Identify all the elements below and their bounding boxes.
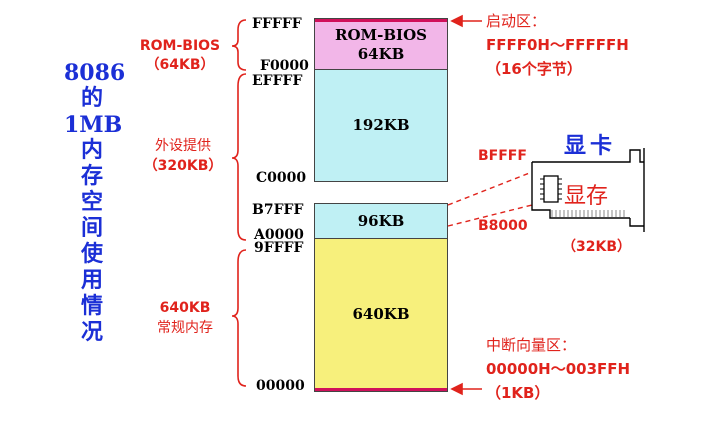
vram-bottom-address: B8000: [478, 218, 528, 234]
vertical-title: 8086 的 1MB 内 存 空 间 使 用 情 况: [64, 60, 126, 346]
label-line: ROM-BIOS: [139, 38, 221, 54]
dashed-line: [447, 204, 533, 227]
peripheral-block: 192KB: [314, 70, 448, 182]
video-memory-label: 显存: [564, 184, 609, 209]
callout-line: 启动区：: [486, 12, 547, 30]
vram-block: 96KB: [314, 203, 448, 239]
block-line: 64KB: [357, 45, 405, 63]
address-label: A0000: [254, 227, 304, 243]
address-label: EFFFF: [252, 73, 303, 89]
conventional-memory-label: 640KB 常规内存: [140, 298, 230, 338]
block-line: ROM-BIOS: [335, 26, 427, 44]
title-line: 存: [80, 164, 103, 189]
title-line: 1MB: [64, 112, 123, 138]
bracket: [231, 249, 247, 387]
block-line: 640KB: [352, 305, 410, 323]
label-line: 外设提供: [155, 138, 211, 154]
address-label: F0000: [260, 58, 309, 74]
address-label: 00000: [256, 378, 305, 394]
block-line: 96KB: [357, 212, 405, 230]
label-line: （64KB）: [145, 57, 215, 73]
vram-top-address: BFFFF: [478, 148, 527, 164]
title-line: 的: [80, 86, 103, 111]
address-label: B7FFF: [252, 202, 304, 218]
address-label: 9FFFF: [254, 240, 304, 256]
title-line: 空: [80, 190, 103, 215]
callout-line: 00000H～003FFH: [486, 360, 631, 378]
peripheral-label: 外设提供 （320KB）: [138, 136, 228, 176]
boot-arrow-head: [450, 14, 463, 28]
ivt-callout: 中断向量区： 00000H～003FFH （1KB）: [486, 333, 630, 405]
video-card-title: 显卡: [564, 134, 617, 159]
callout-line: （1KB）: [486, 384, 550, 402]
rom-bios-block: ROM-BIOS 64KB: [314, 18, 448, 70]
title-line: 情: [80, 294, 103, 319]
title-line: 用: [80, 268, 103, 293]
label-line: 常规内存: [157, 320, 213, 336]
callout-line: FFFF0H～FFFFFH: [486, 36, 629, 54]
video-card-icon: [531, 148, 645, 232]
title-line: 使: [80, 242, 103, 267]
boot-area-callout: 启动区： FFFF0H～FFFFFH （16个字节）: [486, 9, 629, 81]
callout-line: 中断向量区：: [486, 336, 577, 354]
bracket: [231, 19, 247, 71]
label-line: （320KB）: [143, 158, 223, 174]
label-line: 640KB: [159, 300, 211, 316]
conventional-memory-block: 640KB: [314, 239, 448, 392]
address-label: C0000: [256, 170, 307, 186]
boot-area-strip: [315, 19, 447, 22]
ivt-arrow-head: [450, 382, 463, 396]
title-line: 8086: [64, 60, 126, 86]
title-line: 内: [80, 138, 103, 163]
rom-bios-size-label: ROM-BIOS （64KB）: [132, 38, 228, 74]
callout-line: （16个字节）: [486, 60, 582, 78]
bracket: [231, 73, 247, 241]
address-label: FFFFF: [252, 16, 302, 32]
ivt-area-strip: [315, 388, 447, 391]
block-line: 192KB: [352, 116, 410, 134]
dashed-line: [447, 171, 533, 206]
title-line: 况: [80, 320, 103, 345]
title-line: 间: [80, 216, 103, 241]
vram-size-label: （32KB）: [562, 239, 632, 255]
